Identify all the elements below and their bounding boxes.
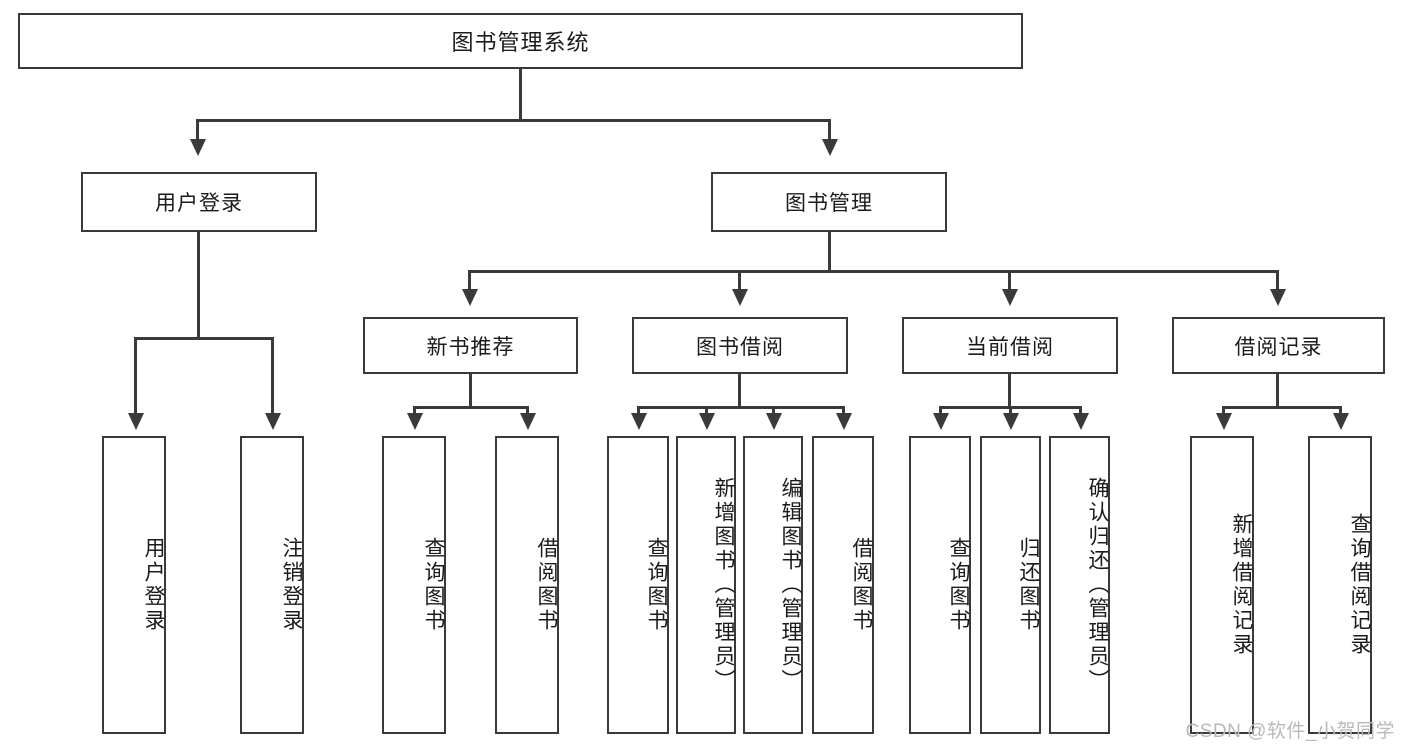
connector-current-borrow-leaf2 xyxy=(1009,406,1012,415)
arrowhead-book-borrow-leaf2 xyxy=(699,413,715,430)
node-current-borrow[interactable]: 当前借阅 xyxy=(902,317,1118,374)
connector-user-login-stem xyxy=(197,232,200,338)
arrowhead-to-current-borrow xyxy=(1002,289,1018,306)
leaf-borrow-record-query[interactable]: 查询借阅记录 xyxy=(1308,436,1372,734)
connector-book-borrow-leaf4 xyxy=(842,406,845,415)
node-label: 新书推荐 xyxy=(426,335,515,359)
connector-current-borrow-leaf3 xyxy=(1079,406,1082,415)
arrowhead-to-borrow-record xyxy=(1270,289,1286,306)
node-label: 归还图书 xyxy=(1017,537,1040,633)
node-label: 图书借阅 xyxy=(696,335,784,359)
node-label: 借阅记录 xyxy=(1234,335,1323,359)
connector-borrow-record-leaf1 xyxy=(1222,406,1225,415)
leaf-current-borrow-confirm[interactable]: 确认归还（管理员） xyxy=(1049,436,1110,734)
connector-current-borrow-stem xyxy=(1008,374,1011,408)
connector-borrow-record-bus xyxy=(1222,406,1342,409)
node-label: 新增借阅记录 xyxy=(1230,513,1253,657)
arrowhead-to-book-management xyxy=(822,139,838,156)
connector-user-login-bus xyxy=(134,337,274,340)
connector-to-new-book xyxy=(468,270,471,291)
arrowhead-current-borrow-leaf2 xyxy=(1003,413,1019,430)
node-label: 新增图书（管理员） xyxy=(712,477,735,693)
arrowhead-to-new-book xyxy=(462,289,478,306)
arrowhead-to-book-borrow xyxy=(732,289,748,306)
leaf-user-login-login[interactable]: 用户登录 xyxy=(102,436,166,734)
csdn-watermark: CSDN @软件_小贺同学 xyxy=(1185,721,1395,742)
connector-book-borrow-leaf3 xyxy=(772,406,775,415)
connector-borrow-record-stem xyxy=(1276,374,1279,408)
connector-book-borrow-bus xyxy=(637,406,845,409)
arrowhead-borrow-record-leaf2 xyxy=(1333,413,1349,430)
node-label: 当前借阅 xyxy=(966,335,1054,359)
node-label: 图书管理 xyxy=(785,192,873,215)
node-borrow-record[interactable]: 借阅记录 xyxy=(1172,317,1385,374)
connector-to-borrow-record xyxy=(1276,270,1279,291)
arrowhead-borrow-record-leaf1 xyxy=(1216,413,1232,430)
arrowhead-book-borrow-leaf1 xyxy=(631,413,647,430)
connector-root-stem xyxy=(519,69,522,119)
node-label: 查询借阅记录 xyxy=(1348,513,1371,657)
connector-book-management-stem xyxy=(828,232,831,271)
node-user-login[interactable]: 用户登录 xyxy=(81,172,317,232)
node-label: 用户登录 xyxy=(142,537,165,633)
connector-current-borrow-leaf1 xyxy=(939,406,942,415)
node-book-management[interactable]: 图书管理 xyxy=(711,172,947,232)
connector-new-book-stem xyxy=(469,374,472,408)
arrowhead-book-borrow-leaf3 xyxy=(766,413,782,430)
arrowhead-book-borrow-leaf4 xyxy=(836,413,852,430)
arrowhead-new-book-leaf2 xyxy=(520,413,536,430)
arrowhead-current-borrow-leaf1 xyxy=(933,413,949,430)
leaf-book-borrow-query[interactable]: 查询图书 xyxy=(607,436,669,734)
node-label: 借阅图书 xyxy=(850,537,873,633)
connector-user-login-leaf2 xyxy=(271,337,274,415)
arrowhead-user-login-leaf2 xyxy=(265,413,281,430)
arrowhead-new-book-leaf1 xyxy=(407,413,423,430)
connector-level3-bus xyxy=(468,270,1279,273)
node-label: 用户登录 xyxy=(155,192,243,215)
leaf-current-borrow-query[interactable]: 查询图书 xyxy=(909,436,971,734)
leaf-book-borrow-edit[interactable]: 编辑图书（管理员） xyxy=(743,436,803,734)
leaf-borrow-record-add[interactable]: 新增借阅记录 xyxy=(1190,436,1254,734)
connector-book-borrow-stem xyxy=(738,374,741,408)
node-label: 确认归还（管理员） xyxy=(1086,477,1109,693)
leaf-user-login-logout[interactable]: 注销登录 xyxy=(240,436,304,734)
connector-borrow-record-leaf2 xyxy=(1339,406,1342,415)
node-label: 图书管理系统 xyxy=(451,30,590,55)
node-book-borrow[interactable]: 图书借阅 xyxy=(632,317,848,374)
arrowhead-to-user-login xyxy=(190,139,206,156)
connector-book-borrow-leaf1 xyxy=(637,406,640,415)
arrowhead-current-borrow-leaf3 xyxy=(1073,413,1089,430)
connector-to-book-borrow xyxy=(738,270,741,291)
node-root-book-management-system[interactable]: 图书管理系统 xyxy=(18,13,1023,69)
connector-new-book-leaf1 xyxy=(413,406,416,415)
node-label: 查询图书 xyxy=(947,537,970,633)
node-label: 查询图书 xyxy=(422,537,445,633)
connector-to-current-borrow xyxy=(1008,270,1011,291)
node-label: 编辑图书（管理员） xyxy=(779,477,802,693)
connector-book-borrow-leaf2 xyxy=(705,406,708,415)
arrowhead-user-login-leaf1 xyxy=(128,413,144,430)
leaf-book-borrow-add[interactable]: 新增图书（管理员） xyxy=(676,436,736,734)
node-label: 借阅图书 xyxy=(535,537,558,633)
node-new-book-recommend[interactable]: 新书推荐 xyxy=(363,317,578,374)
leaf-current-borrow-return[interactable]: 归还图书 xyxy=(980,436,1041,734)
connector-root-bus xyxy=(196,119,831,122)
leaf-new-book-query[interactable]: 查询图书 xyxy=(382,436,446,734)
node-label: 查询图书 xyxy=(645,537,668,633)
connector-new-book-leaf2 xyxy=(526,406,529,415)
connector-new-book-bus xyxy=(413,406,529,409)
connector-user-login-leaf1 xyxy=(134,337,137,415)
connector-root-to-user-login xyxy=(196,119,199,141)
leaf-book-borrow-borrow[interactable]: 借阅图书 xyxy=(812,436,874,734)
leaf-new-book-borrow[interactable]: 借阅图书 xyxy=(495,436,559,734)
node-label: 注销登录 xyxy=(280,537,303,633)
connector-root-to-book-management xyxy=(828,119,831,141)
